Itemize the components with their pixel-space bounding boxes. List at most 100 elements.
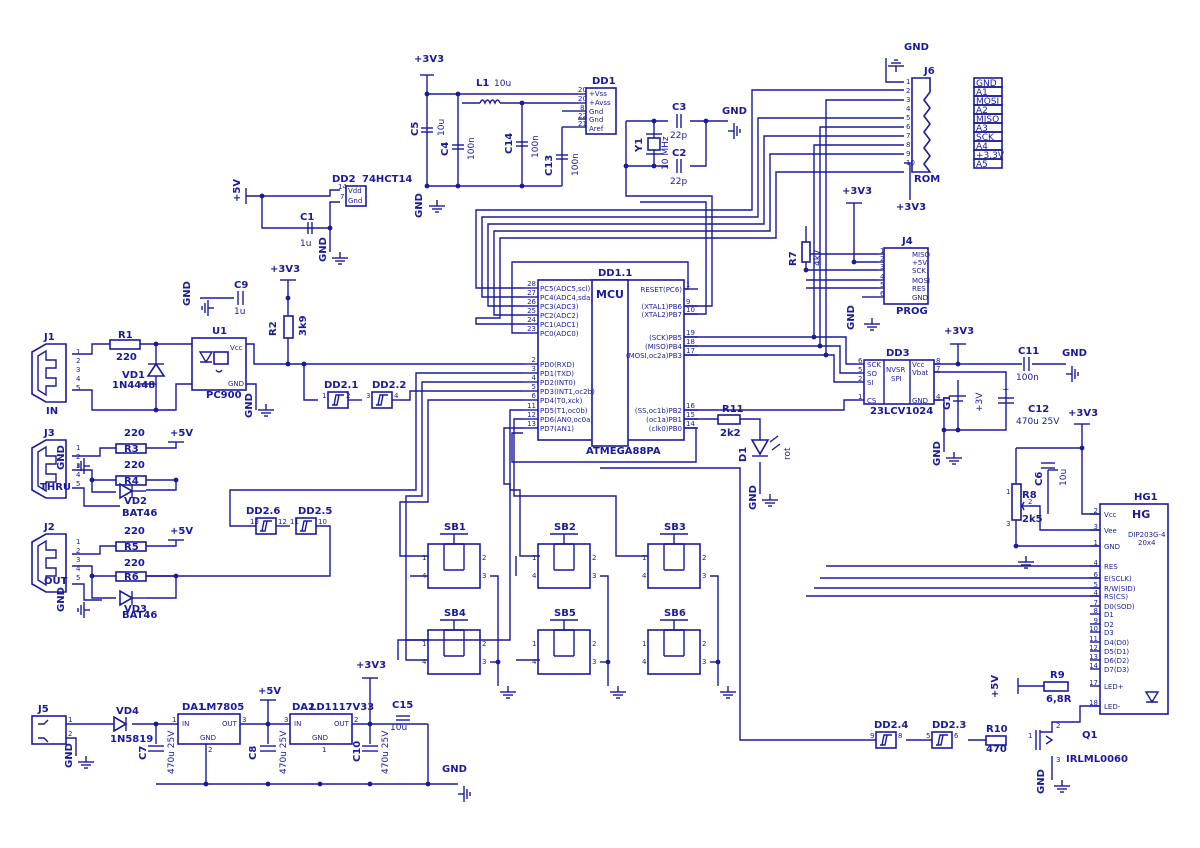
mcu-pin-number: 13 — [527, 420, 536, 428]
gate-ref: DD2.5 — [298, 506, 332, 517]
hg1-pin-number: 4 — [1094, 589, 1099, 597]
svg-text:100n: 100n — [531, 135, 541, 158]
svg-text:1: 1 — [1006, 488, 1010, 496]
button-pin-number: 1 — [642, 554, 646, 562]
svg-text:7: 7 — [340, 193, 344, 201]
dd3-pin-label: GND — [912, 397, 928, 405]
svg-text:R2: R2 — [268, 321, 279, 336]
ground-icon — [609, 685, 627, 699]
svg-text:100n: 100n — [571, 153, 581, 176]
mcu-pin-label: (SCK)PB5 — [649, 334, 682, 342]
rail-label-gnd: GND — [846, 305, 857, 330]
svg-text:BAT46: BAT46 — [122, 508, 157, 519]
svg-text:R6: R6 — [124, 572, 139, 583]
resistor-r11: R11 2k2 — [717, 404, 744, 439]
junction-dots — [89, 91, 1085, 787]
gate-pin-number: 2 — [346, 392, 350, 400]
svg-text:Vcc: Vcc — [230, 344, 243, 352]
ground-icon — [727, 122, 741, 140]
gate-pin-number: 3 — [366, 392, 370, 400]
j4-pin-number: 1 — [880, 247, 884, 255]
j4-pin-label: MOSI — [912, 277, 930, 285]
dd3-pin-number: 5 — [858, 366, 862, 374]
svg-text:ROM: ROM — [914, 174, 940, 185]
legend-text: A2 — [976, 106, 988, 116]
svg-text:1: 1 — [322, 746, 326, 754]
ground-icon — [1065, 365, 1079, 383]
mcu-pin-number: 5 — [532, 383, 536, 391]
connector-j6-rom: J6 ROM — [911, 66, 940, 185]
mcu-pin-number: 11 — [527, 402, 536, 410]
button-pin-number: 4 — [532, 658, 537, 666]
gate-pin-number: 8 — [898, 732, 902, 740]
gate-pin-number: 10 — [318, 518, 327, 526]
din-pin-number: 3 — [76, 556, 80, 564]
svg-text:470: 470 — [986, 744, 1007, 755]
dd3-pin-label: CS — [867, 397, 877, 405]
svg-text:100n: 100n — [1016, 373, 1039, 383]
mcu-pin-number: 10 — [686, 306, 695, 314]
dd1-power-block: DD1 +Vss +Avss Gnd Gnd Aref 20 20 8 22 2… — [578, 76, 617, 135]
svg-text:R7: R7 — [788, 251, 799, 266]
svg-text:2: 2 — [208, 746, 212, 754]
svg-text:DD1.1: DD1.1 — [598, 268, 632, 279]
svg-text:C10: C10 — [352, 741, 363, 762]
mcu-atmega88pa: DD1.1 MCU ATMEGA88PA — [537, 268, 685, 457]
j4-pin-label: +5V — [912, 259, 927, 267]
resistor-r10: R10 470 — [985, 724, 1008, 755]
ground-icon — [457, 785, 471, 803]
hg1-pin-label: GND — [1104, 543, 1120, 551]
svg-text:470u 25V: 470u 25V — [167, 730, 177, 774]
din-pin-number: 5 — [76, 480, 80, 488]
resistor-r2: R2 3k9 — [268, 315, 309, 339]
rail-label-gnd: GND — [722, 106, 747, 117]
din-pin-number: 3 — [76, 462, 80, 470]
svg-text:GND: GND — [228, 380, 244, 388]
capacitor-c8: C8 470u 25V — [248, 730, 289, 774]
j6-pin-number: 8 — [906, 141, 910, 149]
dd3-pin-label: SO — [867, 370, 877, 378]
rail-label-gnd: GND — [748, 485, 759, 510]
button-pin-number: 4 — [642, 658, 647, 666]
hg1-pin-label: LED+ — [1104, 683, 1124, 691]
svg-text:2: 2 — [354, 716, 358, 724]
svg-text:100n: 100n — [467, 137, 477, 160]
gate-ref: DD2.6 — [246, 506, 280, 517]
svg-text:1: 1 — [172, 716, 176, 724]
schmitt-gate-icon — [327, 391, 349, 409]
pushbutton-icon — [647, 533, 701, 589]
gate-pin-number: 13 — [250, 518, 259, 526]
display-hg1: HG1 HG DIP203G-4 20x4 — [1099, 492, 1169, 715]
dd1-pin-label: Gnd — [589, 116, 603, 124]
j1-ref: J1 — [43, 332, 55, 343]
svg-text:C6: C6 — [1034, 472, 1045, 486]
button-ref: SB6 — [664, 608, 686, 619]
legend-text: SCK — [976, 133, 995, 143]
svg-text:4k7: 4k7 — [813, 249, 823, 266]
svg-text:MCU: MCU — [596, 288, 624, 301]
potentiometer-r8: R8 2k5 1 2 3 — [1006, 483, 1043, 528]
j6-pin-number: 9 — [906, 150, 910, 158]
din-pin-number: 1 — [76, 538, 80, 546]
svg-text:LD1117V33: LD1117V33 — [310, 702, 374, 713]
hg1-pin-number: 18 — [1089, 699, 1098, 707]
mcu-pin-number: 14 — [686, 420, 695, 428]
svg-text:Q1: Q1 — [1082, 730, 1098, 741]
dd1-ref: DD1 — [592, 76, 616, 87]
pushbutton-icon — [537, 619, 591, 675]
svg-text:OUT: OUT — [222, 720, 238, 728]
rail-label-5v: +5V — [232, 179, 243, 202]
button-ref: SB3 — [664, 522, 686, 533]
rail-label-3v3: +3V3 — [270, 264, 300, 275]
ground-icon — [1053, 779, 1071, 793]
resistor-r4: 220 R4 — [115, 460, 147, 487]
legend-text: A4 — [976, 142, 988, 152]
mcu-pin-label: PC1(ADC1) — [540, 321, 579, 329]
button-ref: SB5 — [554, 608, 576, 619]
capacitor-c4: C4 100n — [440, 137, 477, 160]
svg-text:C1: C1 — [300, 212, 314, 223]
ground-icon — [499, 685, 517, 699]
optocoupler-u1: U1 PC900 Vcc GND — [191, 326, 247, 401]
dd2-power-box: DD2 74HCT14 Vdd Gnd 14 7 — [332, 174, 412, 207]
